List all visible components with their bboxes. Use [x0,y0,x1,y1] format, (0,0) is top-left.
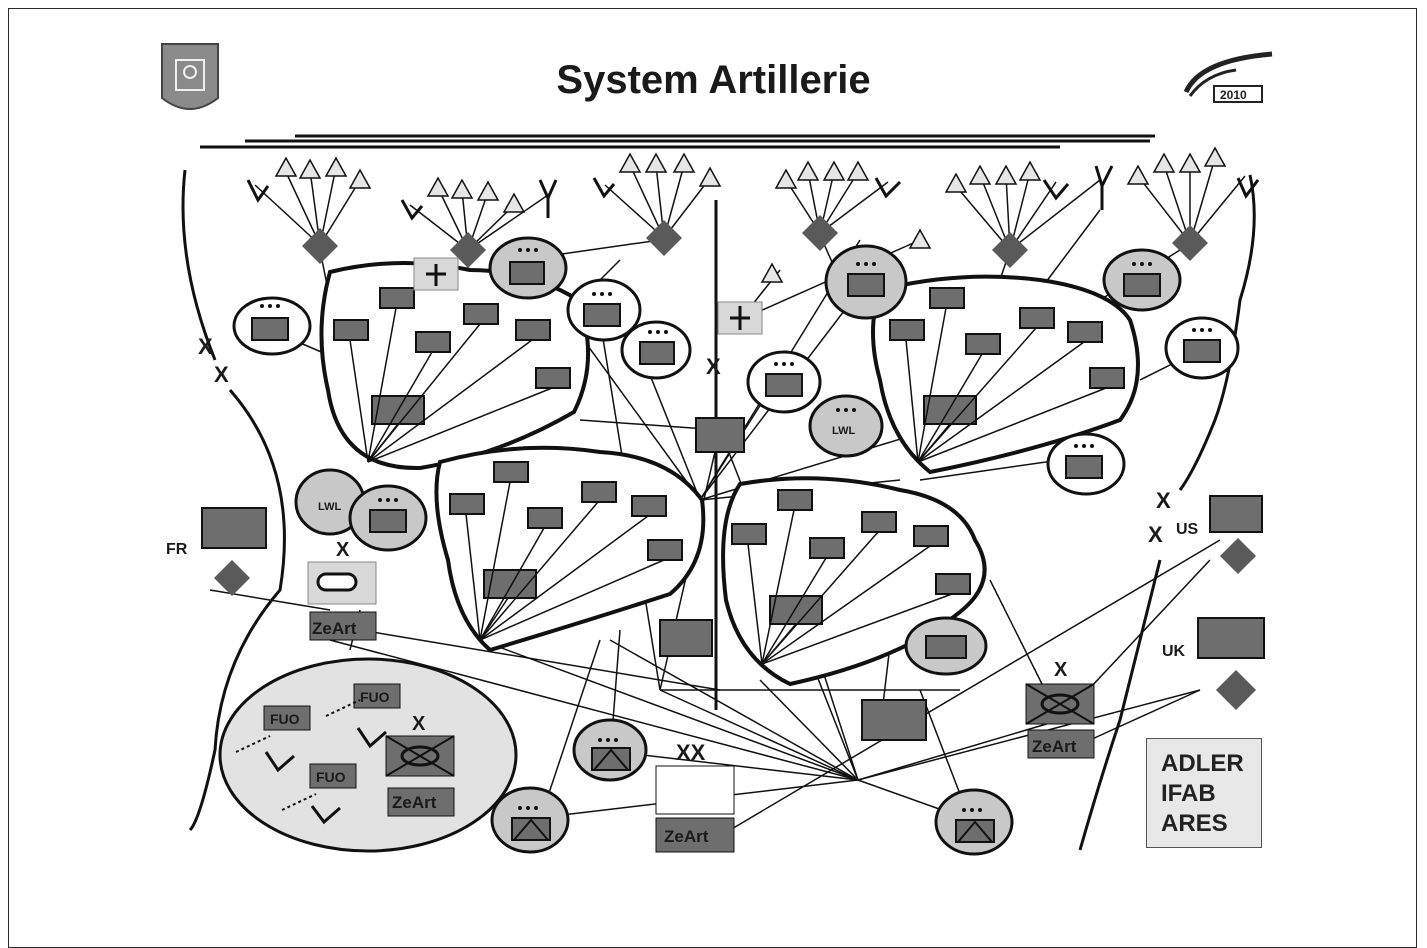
system-adler: ADLER [1161,750,1244,777]
zeart-label-4: ZeArt [392,793,437,812]
lwl-label-2: LWL [832,425,855,437]
echelon-xx: XX [676,740,706,765]
sensor-antenna-icons [246,165,1260,221]
boundary-x-1: X [198,334,213,359]
crest-emblem-icon [161,43,219,110]
logo-2010-icon: 2010 [1183,51,1273,103]
mountain-unit-icons [511,747,995,843]
label-uk: UK [1162,643,1186,660]
echelon-x-2: X [1054,659,1068,681]
boundary-x-2: X [214,362,229,387]
zeart-label-3: ZeArt [664,827,709,846]
fuo-label-2: FUO [360,689,390,705]
diamond-markers [214,215,1256,710]
radar-triangle-icons [274,146,1227,283]
zeart-label-1: ZeArt [312,619,357,638]
echelon-x-1: X [336,539,350,561]
fuo-label-1: FUO [270,711,300,727]
label-us: US [1176,521,1199,538]
boundary-x-3: X [1156,488,1171,513]
boundary-x-4: X [1148,522,1163,547]
svg-text:2010: 2010 [1220,88,1247,102]
systems-legend-box: ADLER IFAB ARES [1146,738,1262,848]
plus-unit-icons [413,257,763,335]
brigade-fan-lines [349,307,1107,665]
system-ares: ARES [1161,810,1228,837]
zeart-boxes [307,561,1095,853]
unit-symbols [201,261,1265,741]
lwl-label-1: LWL [318,501,341,513]
label-fr: FR [166,541,188,558]
echelon-x-3: X [412,713,426,735]
fuo-label-3: FUO [316,769,346,785]
diagram-text-labels: FR US UK ZeArt ZeArt ZeArt ZeArt FUO FUO… [166,334,1199,846]
fuo-boxes [235,683,401,825]
header-rules [200,134,1155,149]
system-ifab: IFAB [1161,780,1216,807]
artillery-system-diagram: 2010 [161,43,1273,856]
zeart-label-2: ZeArt [1032,737,1077,756]
echelon-dots [260,248,1212,812]
slide-title: System Artillerie [556,58,871,102]
echelon-x-4: X [706,354,721,379]
